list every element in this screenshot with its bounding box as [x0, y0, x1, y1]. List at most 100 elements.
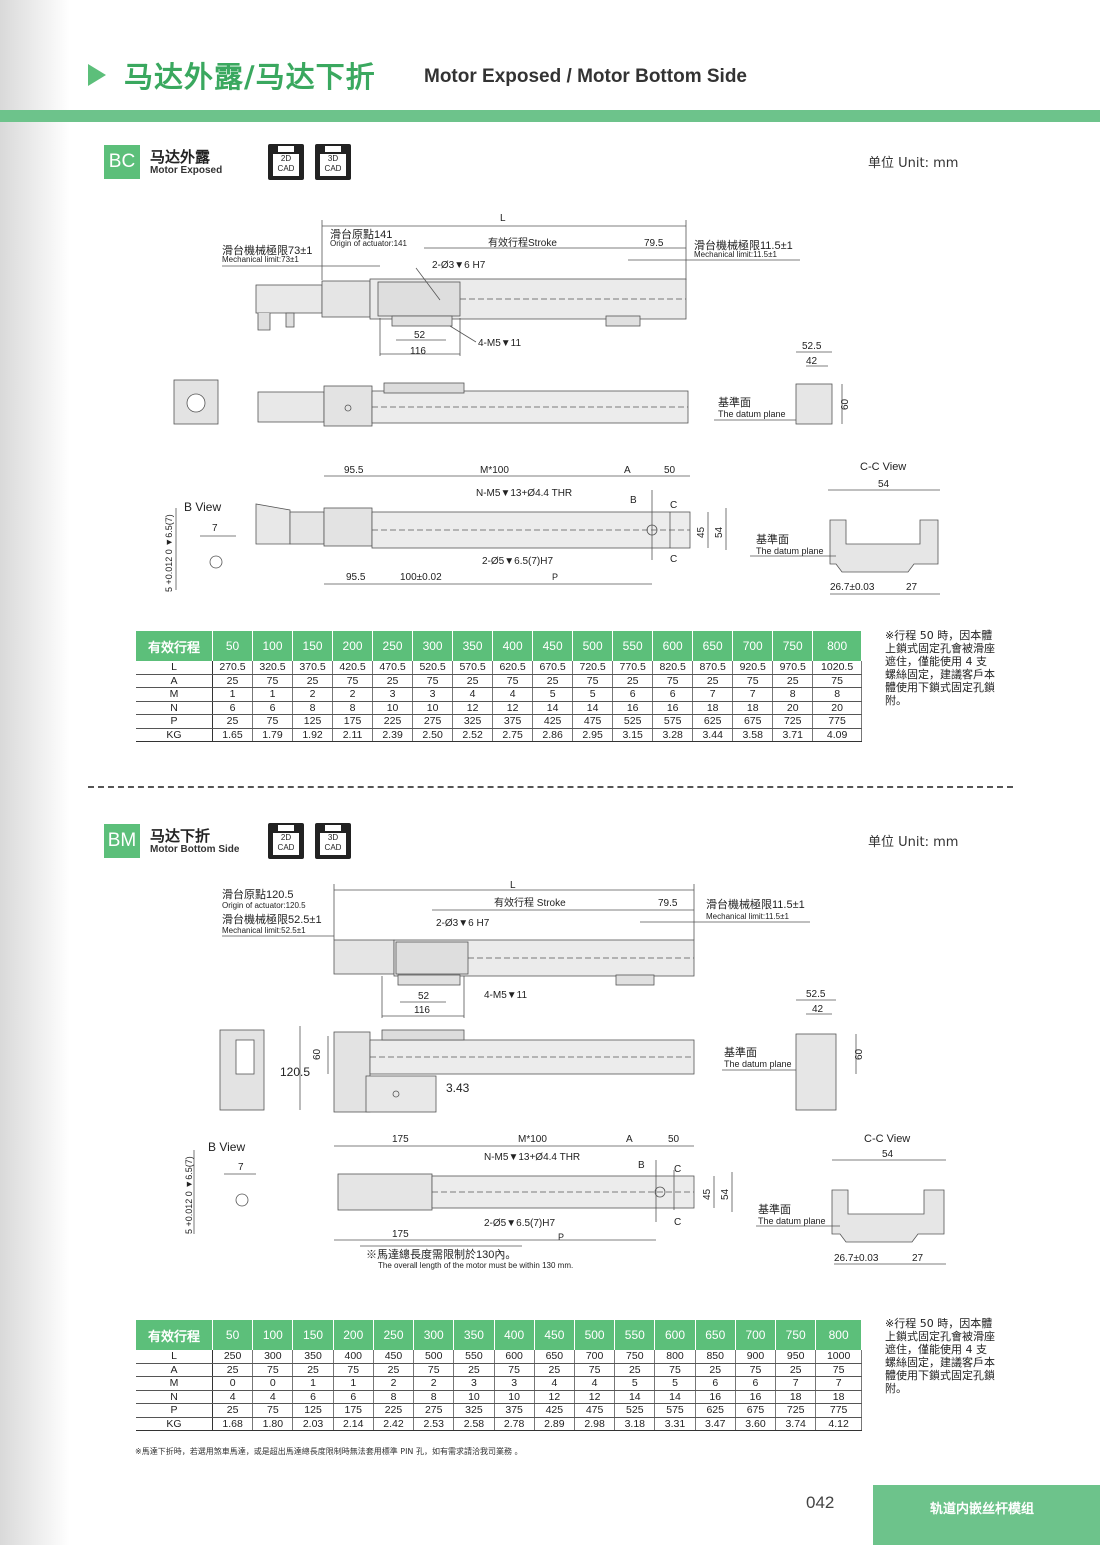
table-cell: 3.15 [612, 728, 654, 742]
table-cell: 475 [574, 1403, 616, 1418]
dim-7: 7 [212, 523, 218, 534]
origin-cn: 滑台原點141 [330, 227, 392, 241]
table-cell: 2.95 [572, 728, 614, 742]
table-cell: 4.12 [815, 1417, 862, 1431]
table-cell: 75 [333, 1363, 374, 1377]
table-cell: 625 [695, 1403, 736, 1418]
cad-2d-label: 2D [280, 154, 292, 163]
cc-datum-en: The datum plane [758, 1216, 826, 1226]
table-cell: 75 [654, 1363, 696, 1377]
table-cell: 2.03 [292, 1417, 334, 1431]
table-cell: 25 [532, 674, 574, 688]
table-cell: 2.52 [452, 728, 494, 742]
label-B: B [630, 495, 637, 506]
table-cell: 8 [413, 1390, 455, 1404]
table-cell: 900 [735, 1350, 777, 1364]
dim-50: 50 [664, 465, 676, 476]
dim-175-bottom: 175 [392, 1229, 409, 1240]
drawing-bc: L 滑台原點141 Origin of actuator:141 有效行程Str… [164, 213, 940, 595]
table-cell: 225 [373, 1403, 415, 1418]
header-cell: 700 [732, 631, 774, 661]
spec-table-header: 有效行程 50 100 150 200 250 300 350 400 450 … [136, 1320, 862, 1350]
pin-label: 2-Ø3▼6 H7 [432, 260, 486, 271]
section-title-en-bm: Motor Bottom Side [150, 844, 240, 855]
header-cell: 50 [212, 631, 254, 661]
mech-left-cn: 滑台機械極限52.5±1 [222, 912, 322, 926]
table-cell: 18 [775, 1390, 817, 1404]
dim-7: 7 [238, 1162, 244, 1173]
table-cell: 25 [212, 714, 254, 729]
table-cell: 1.65 [212, 728, 254, 742]
datum-cn: 基準面 [718, 395, 751, 409]
table-cell: 75 [412, 674, 454, 688]
section-title-en-bc: Motor Exposed [150, 165, 223, 176]
page-edge-shade [0, 0, 70, 1545]
header-cell: 450 [534, 1320, 575, 1350]
header-cell: 300 [413, 1320, 455, 1350]
table-cell: 575 [654, 1403, 696, 1418]
table-cell: 675 [735, 1403, 777, 1418]
table-cell: 3.28 [652, 728, 694, 742]
mech-left-cn: 滑台機械極限73±1 [222, 243, 312, 257]
header-cell: 450 [532, 631, 574, 661]
table-cell: 725 [775, 1403, 817, 1418]
dim-m100: M*100 [480, 465, 509, 476]
table-cell: 325 [452, 714, 494, 729]
dim-45: 45 [696, 526, 707, 538]
table-cell: 675 [732, 714, 774, 729]
table-cell: 6 [333, 1390, 374, 1404]
table-cell: 10 [494, 1390, 535, 1404]
table-cell: 25 [453, 1363, 495, 1377]
series-name: 轨道内嵌丝杆模组 [930, 1502, 1035, 1517]
row-label-cell: N [136, 1390, 213, 1404]
cad-2d-label-sub: CAD [277, 843, 295, 852]
m5-label: 4-M5▼11 [478, 338, 522, 349]
table-cell: 1.68 [212, 1417, 254, 1431]
table-cell: 650 [534, 1350, 575, 1364]
dim-175-top: 175 [392, 1134, 409, 1145]
header-cell: 100 [252, 1320, 294, 1350]
table-cell: 25 [212, 674, 254, 688]
table-cell: 3.31 [654, 1417, 696, 1431]
row-label-cell: A [136, 674, 213, 688]
table-cell: 3.44 [692, 728, 734, 742]
header-bar [0, 110, 1100, 122]
dim-60: 60 [840, 398, 851, 410]
table-cell: 1 [212, 687, 254, 702]
table-cell: 775 [815, 1403, 862, 1418]
header-cell: 350 [452, 631, 494, 661]
mech-right-cn: 滑台機械極限11.5±1 [706, 897, 805, 911]
table-cell: 600 [494, 1350, 535, 1364]
dim-52: 52 [418, 991, 430, 1002]
table-cell: 14 [532, 701, 574, 715]
table-cell: 10 [453, 1390, 495, 1404]
dim-267: 26.7±0.03 [834, 1253, 879, 1264]
mech-right-en: Mechanical limit:11.5±1 [706, 912, 789, 921]
table-cell: 2 [413, 1376, 455, 1391]
table-cell: 770.5 [612, 661, 654, 675]
table-cell: 670.5 [532, 661, 574, 675]
header-cell: 150 [292, 1320, 334, 1350]
table-cell: 2 [373, 1376, 415, 1391]
table-cell: 1 [333, 1376, 374, 1391]
table-cell: 750 [614, 1350, 656, 1364]
origin-en: Origin of actuator:120.5 [222, 901, 306, 910]
table-cell: 4 [252, 1390, 294, 1404]
cc-dim-54: 54 [878, 479, 890, 490]
table-cell: 475 [572, 714, 614, 729]
table-cell: 4 [574, 1376, 616, 1391]
mech-left-en: Mechanical limit:73±1 [222, 255, 299, 264]
ccview-label: C-C View [860, 461, 906, 473]
table-cell: 6 [252, 701, 294, 715]
table-cell: 75 [652, 674, 694, 688]
section-divider [88, 786, 1013, 788]
table-cell: 1.79 [252, 728, 294, 742]
table-cell: 970.5 [772, 661, 814, 675]
